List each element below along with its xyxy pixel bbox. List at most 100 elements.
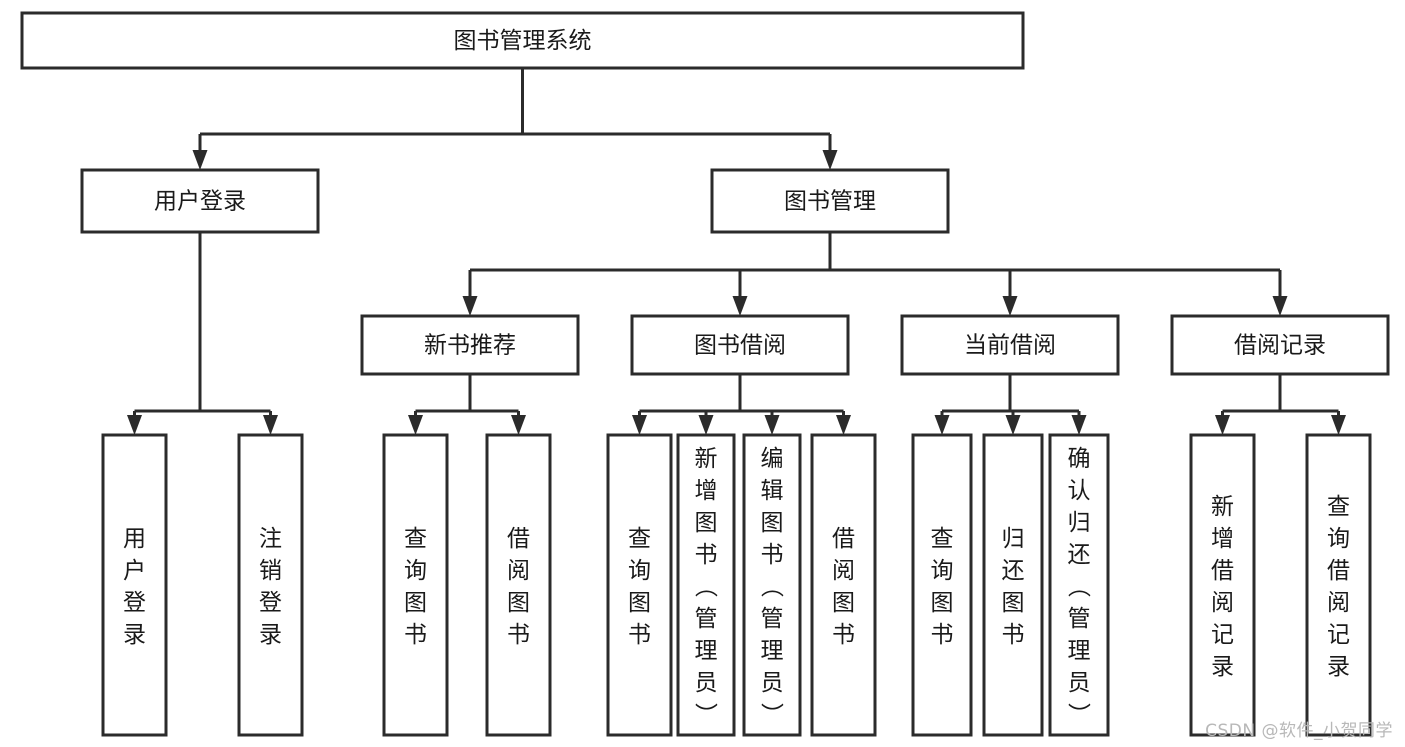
node-layer: 图书管理系统用户登录图书管理新书推荐图书借阅当前借阅借阅记录用户登录注销登录查询… — [20, 11, 1390, 737]
node-label-leaf10-char-2: 图 — [1002, 590, 1025, 616]
node-label-leaf3-char-3: 书 — [404, 622, 427, 648]
node-label-leaf8-char-0: 借 — [832, 526, 855, 552]
node-box-leaf1[interactable] — [101, 433, 168, 737]
edge-newbook-to-leaf3-arrowhead — [408, 415, 423, 435]
node-label-leaf6-char-2: 图 — [695, 510, 718, 536]
node-label-borrow: 图书借阅 — [694, 333, 786, 359]
node-box-record[interactable] — [1170, 314, 1390, 376]
node-label-leaf11-char-1: 认 — [1068, 478, 1091, 504]
node-box-bookmgmt[interactable] — [710, 168, 950, 234]
edge-current-to-leaf11-arrowhead — [1071, 415, 1087, 435]
edge-current-to-leaf10-arrowhead — [1005, 415, 1021, 435]
node-label-leaf9-char-3: 书 — [931, 622, 954, 648]
node-label-leaf1-char-1: 户 — [123, 558, 146, 584]
node-label-current: 当前借阅 — [964, 333, 1056, 359]
node-box-leaf4[interactable] — [485, 433, 552, 737]
node-label-leaf6-char-7: 员 — [695, 670, 718, 696]
watermark-text: CSDN @软件_小贺同学 — [1205, 721, 1393, 741]
node-newbook[interactable]: 新书推荐 — [360, 314, 580, 376]
node-label-leaf7-char-8: ） — [758, 702, 784, 725]
node-label-leaf3-char-2: 图 — [404, 590, 427, 616]
node-box-newbook[interactable] — [360, 314, 580, 376]
node-box-current[interactable] — [900, 314, 1120, 376]
node-bookmgmt[interactable]: 图书管理 — [710, 168, 950, 234]
node-label-leaf8-char-3: 书 — [832, 622, 855, 648]
node-label-leaf7-char-2: 图 — [761, 510, 784, 536]
node-box-leaf6[interactable] — [676, 433, 736, 737]
node-box-leaf8[interactable] — [810, 433, 877, 737]
node-label-leaf3-char-1: 询 — [404, 558, 427, 584]
node-label-leaf12-char-0: 新 — [1211, 494, 1234, 520]
node-label-leaf13-char-3: 阅 — [1327, 590, 1350, 616]
node-box-leaf9[interactable] — [911, 433, 973, 737]
node-label-leaf13-char-5: 录 — [1327, 654, 1350, 680]
node-label-leaf4-char-0: 借 — [507, 526, 530, 552]
node-label-leaf7-char-5: 管 — [761, 606, 784, 632]
node-label-leaf5-char-0: 查 — [628, 526, 651, 552]
node-label-leaf12-char-1: 增 — [1211, 526, 1234, 552]
edge-record-to-leaf13-arrowhead — [1331, 415, 1346, 435]
node-label-leaf10-char-3: 书 — [1002, 622, 1025, 648]
node-login[interactable]: 用户登录 — [80, 168, 320, 234]
node-label-leaf11-char-6: 理 — [1068, 638, 1091, 664]
node-label-leaf11-char-8: ） — [1065, 702, 1091, 725]
node-box-root[interactable] — [20, 11, 1025, 70]
edge-bookmgmt-to-newbook-arrowhead — [462, 296, 478, 316]
node-box-leaf3[interactable] — [382, 433, 449, 737]
node-box-leaf10[interactable] — [982, 433, 1044, 737]
node-label-leaf2-char-2: 登 — [259, 590, 282, 616]
node-record[interactable]: 借阅记录 — [1170, 314, 1390, 376]
node-label-leaf4-char-1: 阅 — [507, 558, 530, 584]
node-box-leaf11[interactable] — [1048, 433, 1110, 737]
node-borrow[interactable]: 图书借阅 — [630, 314, 850, 376]
edge-bookmgmt-to-current-arrowhead — [1002, 296, 1018, 316]
node-label-record: 借阅记录 — [1234, 333, 1326, 359]
node-label-leaf13-char-4: 记 — [1327, 622, 1350, 648]
node-label-leaf6-char-4: （ — [692, 574, 718, 597]
node-box-borrow[interactable] — [630, 314, 850, 376]
node-box-leaf13[interactable] — [1305, 433, 1372, 737]
edge-bookmgmt-to-record-arrowhead — [1272, 296, 1288, 316]
node-box-leaf2[interactable] — [237, 433, 304, 737]
node-label-leaf13-char-0: 查 — [1327, 494, 1350, 520]
node-label-leaf12-char-5: 录 — [1211, 654, 1234, 680]
node-label-leaf9-char-1: 询 — [931, 558, 954, 584]
edge-borrow-to-leaf5-arrowhead — [632, 415, 647, 435]
node-label-root: 图书管理系统 — [454, 28, 592, 54]
node-label-leaf10-char-1: 还 — [1002, 558, 1025, 584]
node-box-leaf5[interactable] — [606, 433, 673, 737]
edge-record-to-leaf12-arrowhead — [1215, 415, 1230, 435]
node-label-leaf12-char-2: 借 — [1211, 558, 1234, 584]
node-label-leaf5-char-2: 图 — [628, 590, 651, 616]
node-label-leaf5-char-3: 书 — [628, 622, 651, 648]
node-box-login[interactable] — [80, 168, 320, 234]
node-root[interactable]: 图书管理系统 — [20, 11, 1025, 70]
node-label-leaf13-char-2: 借 — [1327, 558, 1350, 584]
node-box-leaf7[interactable] — [742, 433, 802, 737]
node-label-leaf2-char-1: 销 — [259, 558, 282, 584]
node-box-leaf12[interactable] — [1189, 433, 1256, 737]
node-label-leaf9-char-0: 查 — [931, 526, 954, 552]
node-label-leaf1-char-2: 登 — [123, 590, 146, 616]
node-label-leaf11-char-3: 还 — [1068, 542, 1091, 568]
node-label-leaf2-char-0: 注 — [259, 526, 282, 552]
node-leaf1[interactable]: 用户登录 — [101, 433, 168, 737]
edge-newbook-to-leaf4-arrowhead — [511, 415, 526, 435]
node-label-leaf7-char-6: 理 — [761, 638, 784, 664]
node-current[interactable]: 当前借阅 — [900, 314, 1120, 376]
node-label-newbook: 新书推荐 — [424, 333, 516, 359]
